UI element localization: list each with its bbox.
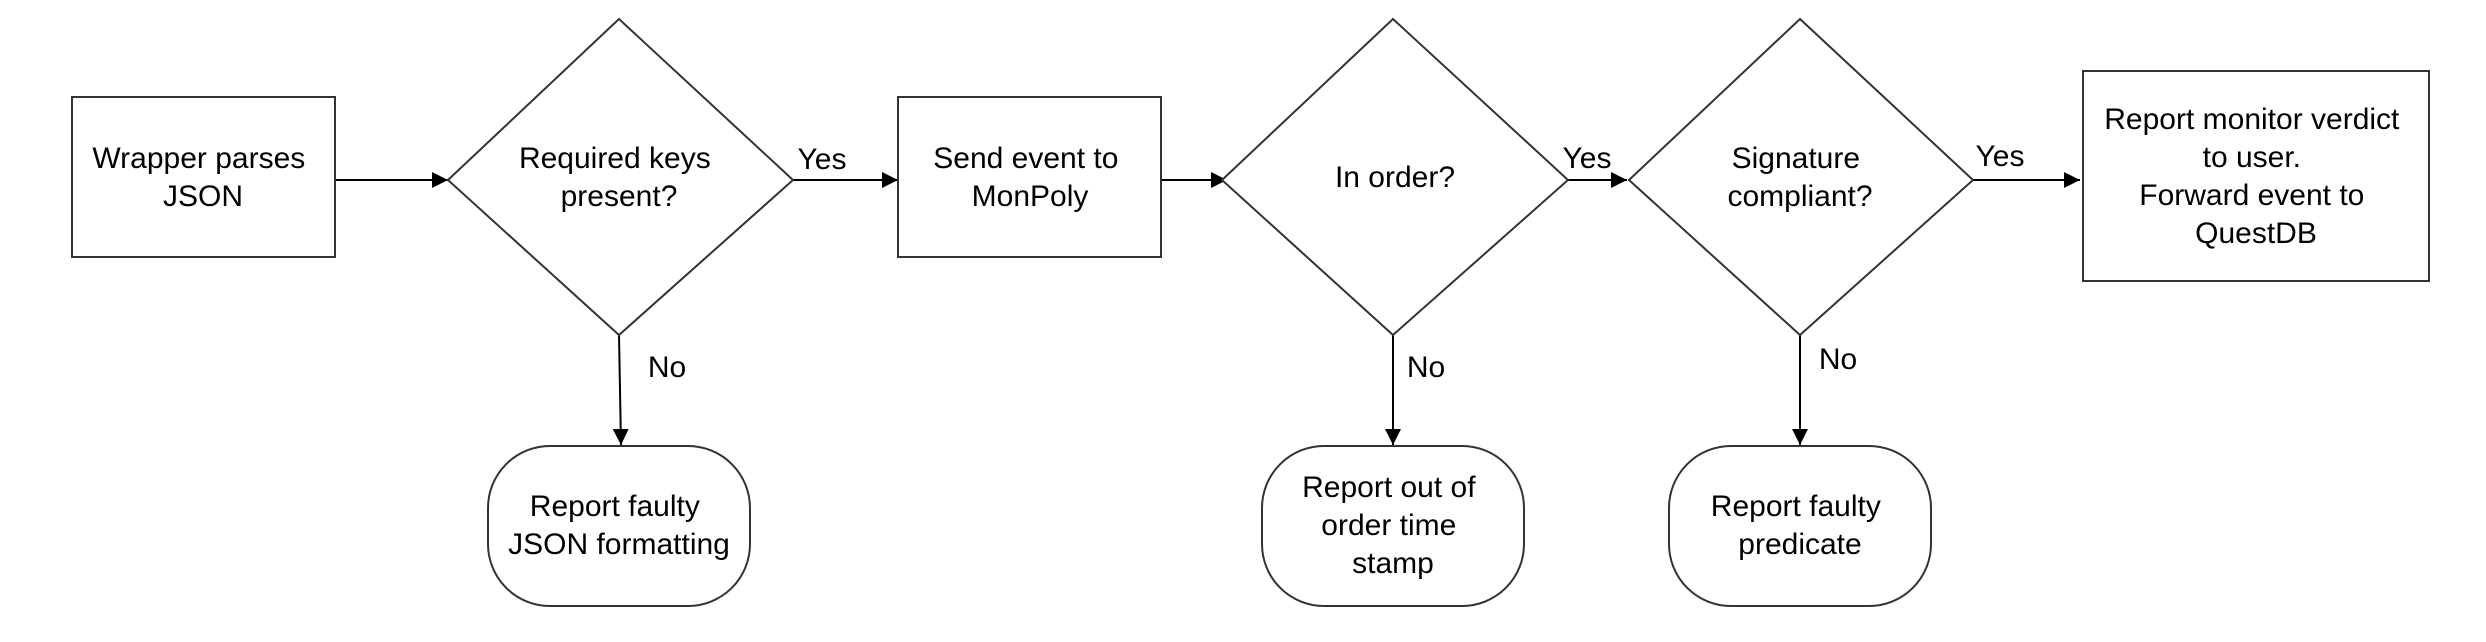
process-send-event-box: [897, 96, 1162, 258]
decision-signature: [1627, 17, 1975, 337]
terminal-faulty-predicate-box: [1668, 445, 1932, 607]
keys-yes-label: Yes: [798, 143, 847, 176]
process-report-verdict-box: [2082, 70, 2430, 282]
sig-yes-label: Yes: [1976, 140, 2025, 173]
parse-label: Wrapper parses JSON: [92, 142, 313, 213]
out-of-order-label: Report out of order time stamp: [1302, 471, 1484, 580]
terminal-out-of-order-box: [1261, 445, 1525, 607]
decision-in-order: [1220, 17, 1570, 337]
signature-label: Signature compliant?: [1727, 142, 1872, 213]
faulty-json-label: Report faulty JSON formatting: [508, 490, 730, 561]
faulty-predicate-label: Report faulty predicate: [1711, 490, 1889, 561]
report-verdict-label: Report monitor verdict to user. Forward …: [2104, 103, 2407, 250]
edge-keys-to-faulty-json: [612, 334, 629, 446]
process-parse-box: [71, 96, 336, 258]
order-yes-label: Yes: [1563, 142, 1612, 175]
sig-no-label: No: [1819, 343, 1857, 376]
decision-required-keys: [446, 17, 795, 337]
required-keys-label: Required keys present?: [519, 142, 719, 213]
keys-no-label: No: [648, 351, 686, 384]
order-no-label: No: [1407, 351, 1445, 384]
in-order-label: In order?: [1335, 161, 1455, 194]
send-event-label: Send event to MonPoly: [933, 142, 1127, 213]
terminal-faulty-json-box: [487, 445, 751, 607]
